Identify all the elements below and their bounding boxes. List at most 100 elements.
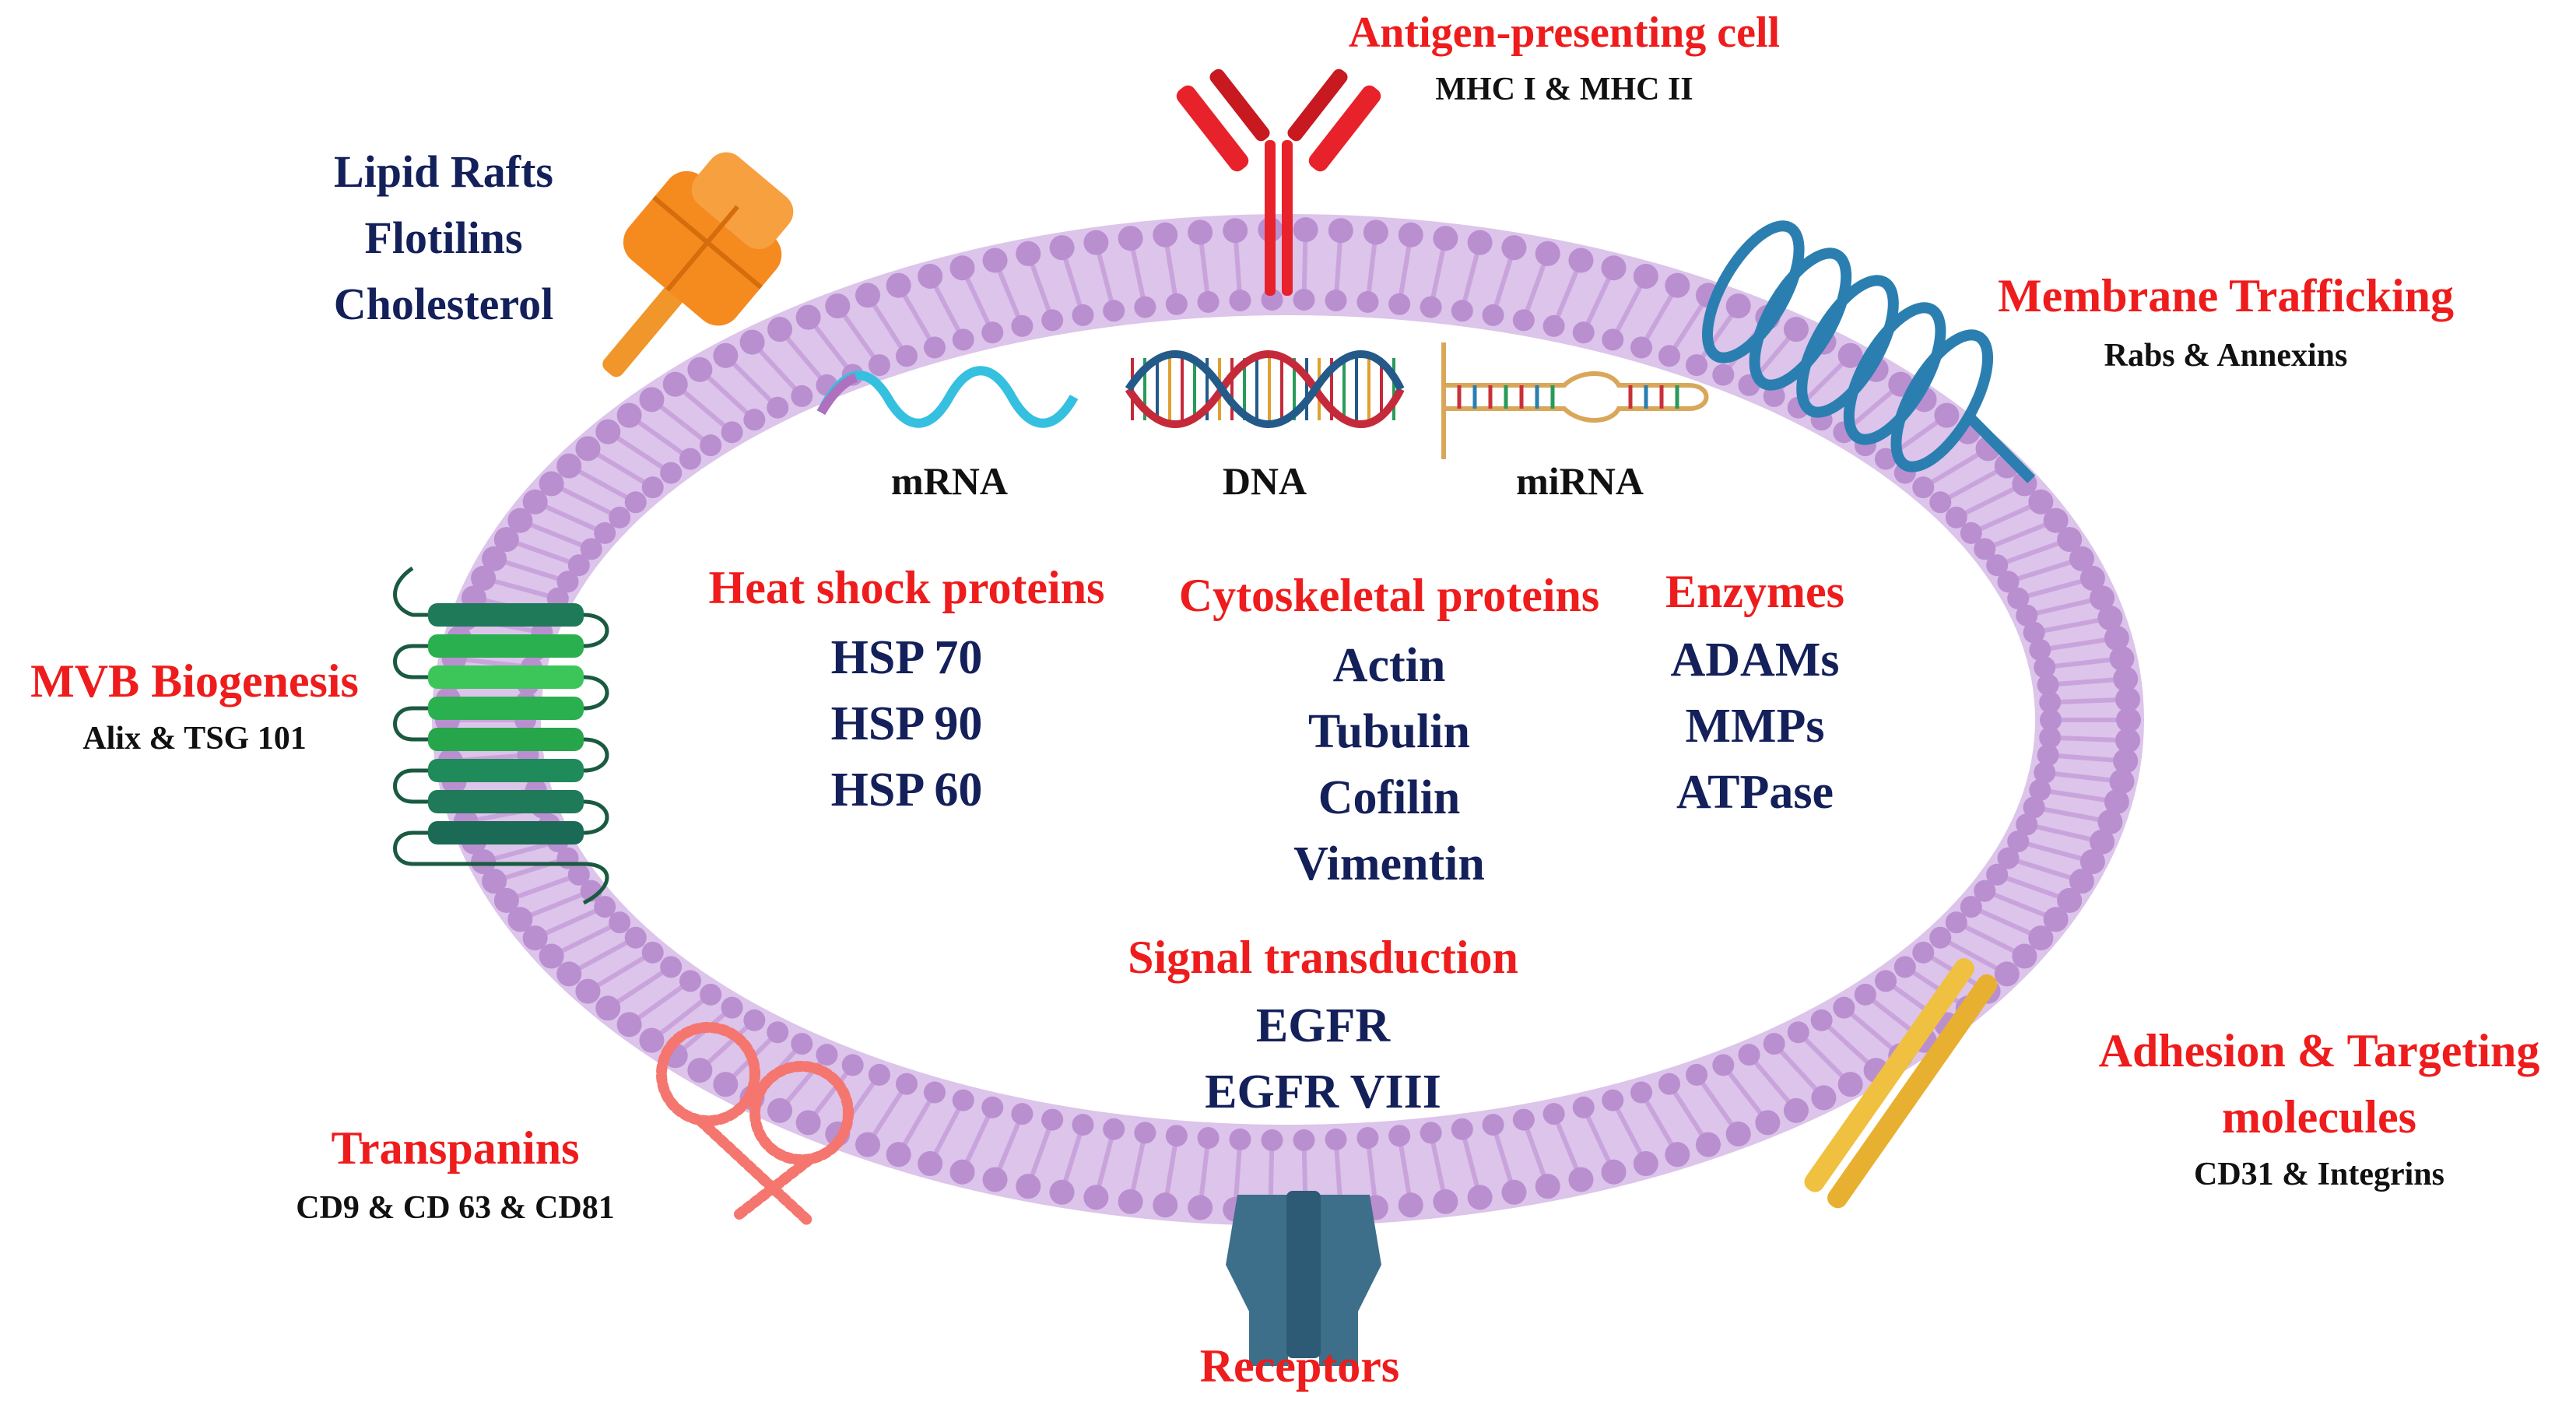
lipid-tail: [2039, 635, 2118, 652]
lipid-head-inner: [1293, 1129, 1315, 1151]
lipid-head-outer: [1328, 218, 1353, 244]
lipid-head-outer: [575, 978, 601, 1004]
lipid-head-inner: [1229, 290, 1251, 312]
membrane-trafficking-title: Membrane Trafficking: [1998, 270, 2454, 321]
lipid-head-inner: [952, 1089, 974, 1111]
adhesion-title-line-2: molecules: [2222, 1091, 2416, 1143]
lipid-head-outer: [2069, 869, 2094, 894]
lipid-head-outer: [713, 1072, 739, 1097]
lipid-head-outer: [595, 419, 621, 444]
lipid-tail: [1955, 920, 2026, 959]
lipid-head-outer: [1837, 1072, 1863, 1097]
lipid-head-inner: [641, 941, 664, 964]
lipid-head-outer: [2104, 625, 2129, 651]
lipid-head-inner: [1945, 911, 1967, 934]
lipid-head-outer: [556, 453, 582, 479]
lipid-head-outer: [471, 565, 497, 591]
lipid-head-outer: [2090, 585, 2115, 611]
lipid-head-inner: [2016, 604, 2038, 627]
lipid-head-inner: [2023, 621, 2045, 644]
lipid-head-inner: [1572, 321, 1595, 344]
lipid-head-outer: [1398, 222, 1423, 248]
lipid-head-inner: [2029, 779, 2051, 802]
hsp-item-1: HSP 70: [831, 631, 983, 684]
lipid-tail: [1921, 446, 1990, 490]
tetraspanin-loop-icon: [656, 1022, 854, 1227]
membrane-trafficking-subtitle: Rabs & Annexins: [2104, 338, 2348, 374]
lipid-tail: [2017, 839, 2093, 864]
lipid-head-inner: [1686, 1063, 1708, 1086]
lipid-head-outer: [1725, 293, 1751, 319]
lipid-head-outer: [2028, 925, 2054, 951]
lipid-tail: [2050, 697, 2129, 705]
lipid-head-inner: [1041, 1108, 1064, 1131]
lipid-head-inner: [1229, 1128, 1251, 1150]
lipid-head-inner: [1388, 1125, 1411, 1147]
lipid-head-inner: [609, 506, 631, 528]
lipid-head-outer: [767, 317, 793, 342]
lipid-head-outer: [1153, 222, 1178, 248]
signal-item-2: EGFR VIII: [1205, 1066, 1441, 1118]
lipid-head-inner: [1325, 1128, 1347, 1150]
lipid-head-outer: [982, 1167, 1008, 1192]
lipid-head-outer: [2113, 666, 2139, 692]
enzyme-item-2: MMPs: [1685, 700, 1824, 753]
lipid-head-outer: [1118, 226, 1143, 251]
dna-label: DNA: [1223, 459, 1307, 503]
lipid-tail: [567, 464, 637, 504]
lipid-head-outer: [918, 263, 943, 289]
lipid-head-inner: [1912, 941, 1935, 964]
lipid-head-outer: [1837, 342, 1863, 368]
lipid-head-outer: [1016, 1174, 1041, 1199]
lipid-head-inner: [1658, 1073, 1680, 1095]
lipid-head-inner: [1974, 538, 1996, 560]
lipid-head-inner: [660, 462, 683, 484]
lipid-head-outer: [1568, 248, 1594, 273]
lipid-head-outer: [2079, 565, 2105, 591]
lipid-head-outer: [1934, 402, 1960, 428]
lipid-head-outer: [1633, 263, 1658, 289]
helix-protein-icon: [1701, 220, 2036, 483]
lipid-head-inner: [721, 421, 743, 444]
lipid-head-outer: [1118, 1189, 1143, 1214]
lipid-head-outer: [1601, 1159, 1627, 1185]
lipid-head-outer: [855, 283, 880, 308]
lipid-head-outer: [1501, 235, 1527, 261]
lipid-head-outer: [1188, 219, 1213, 245]
lipid-head-inner: [1356, 290, 1379, 313]
lipid-head-outer: [1696, 1132, 1721, 1157]
lipid-head-outer: [918, 1151, 943, 1177]
beta-sheet-protein-icon: [393, 566, 609, 905]
lipid-tail: [606, 430, 672, 476]
lipid-head-outer: [539, 471, 564, 497]
lipid-rafts-line-1: Lipid Rafts: [334, 146, 553, 197]
cytoskeletal-item-1: Actin: [1333, 639, 1446, 692]
heat-shock-title: Heat shock proteins: [709, 562, 1105, 613]
lipid-rafts-line-2: Flotilins: [364, 212, 522, 263]
lipid-head-outer: [1398, 1192, 1423, 1218]
lipid-head-inner: [896, 1073, 918, 1095]
lipid-head-inner: [1482, 304, 1504, 326]
lipid-tail: [2026, 822, 2103, 844]
lipid-head-inner: [841, 1054, 864, 1076]
lipid-head-inner: [1293, 289, 1315, 311]
lipid-head-outer: [493, 887, 519, 913]
lipid-head-outer: [855, 1132, 880, 1157]
lipid-head-inner: [1986, 863, 2009, 886]
lipid-tail: [550, 920, 621, 959]
lipid-head-outer: [795, 304, 821, 330]
lipid-head-inner: [1197, 290, 1220, 313]
lipid-head-inner: [2040, 709, 2062, 731]
lipid-head-inner: [1810, 1009, 1833, 1031]
lipid-head-inner: [1165, 1125, 1188, 1147]
lipid-head-inner: [791, 1033, 813, 1055]
lipid-head-inner: [1197, 1127, 1220, 1150]
lipid-head-inner: [609, 911, 631, 934]
lipid-head-inner: [1787, 1021, 1809, 1044]
lipid-head-outer: [1783, 1097, 1809, 1123]
lipid-head-inner: [923, 1081, 946, 1104]
lipid-tail: [2007, 855, 2083, 884]
lipid-tail: [1904, 964, 1970, 1010]
lipid-tail: [1970, 500, 2042, 535]
